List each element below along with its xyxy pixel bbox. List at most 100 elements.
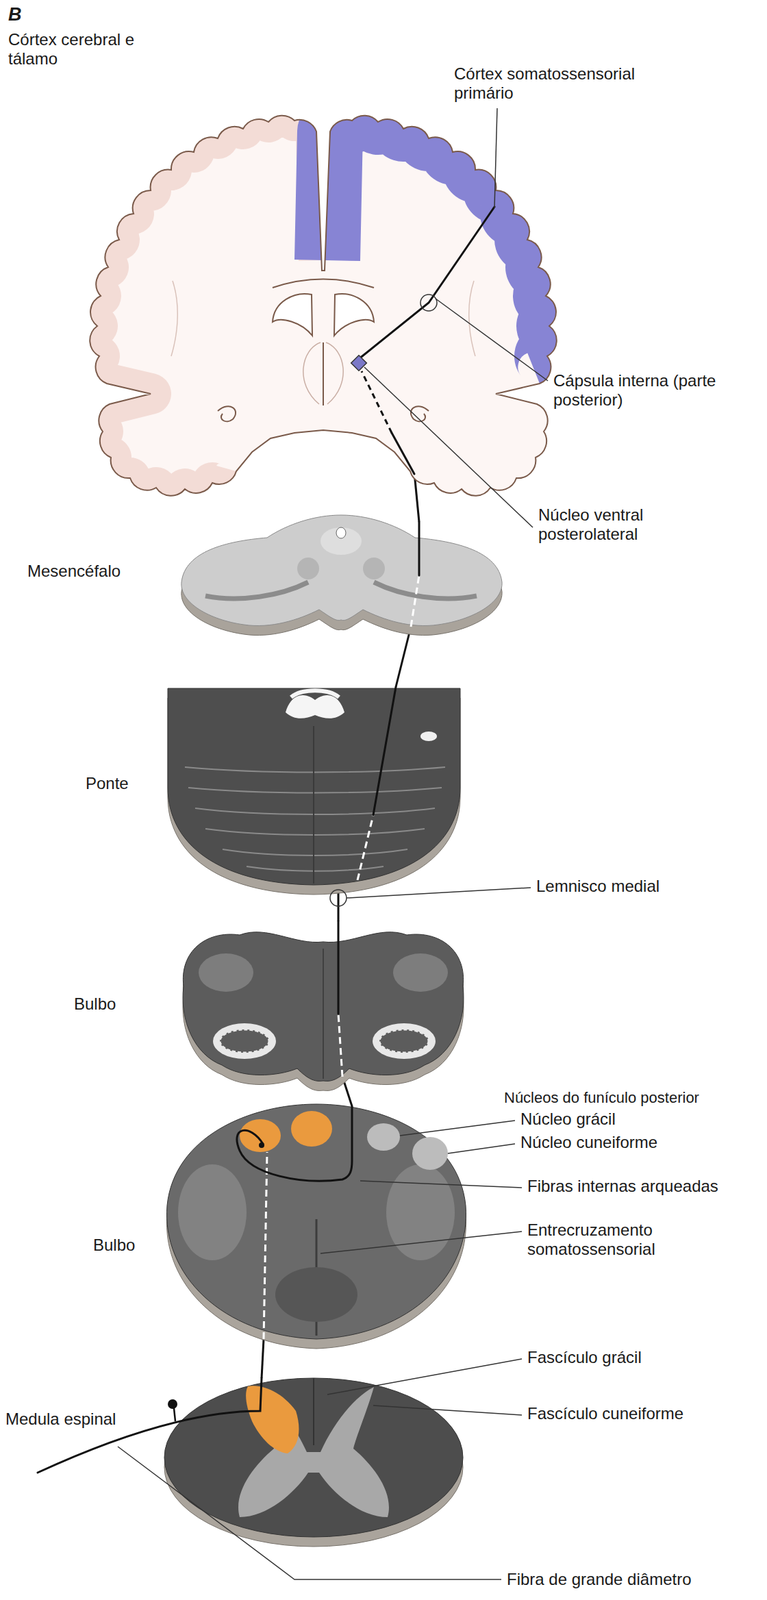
arcuate-fiber: [236, 1105, 352, 1181]
leader-line: [373, 1405, 522, 1415]
rostral-medulla-slice: [182, 932, 464, 1091]
fourth-ventricle: [285, 695, 345, 719]
fourth-ventricle-roof: [291, 690, 339, 698]
structure-label: Lemnisco medial: [536, 876, 660, 896]
structure-label: Fibras internas arqueadas: [527, 1176, 719, 1196]
gracile-nucleus-right: [367, 1123, 400, 1151]
pontine-fiber: [246, 866, 384, 872]
structure-label: Entrecruzamento somatossensorial: [527, 1220, 685, 1259]
structure-label: Núcleo grácil: [520, 1109, 616, 1129]
pontine-fiber: [205, 828, 425, 835]
dorsal-median-septum: [312, 1377, 315, 1445]
gray-matter-band: [89, 115, 320, 496]
structure-label: Núcleos do funículo posterior: [504, 1088, 700, 1106]
corpus-callosum: [272, 279, 374, 289]
lateral-ventricle: [334, 293, 374, 336]
leader-line: [364, 367, 533, 528]
pathway-segment: [395, 626, 411, 687]
leader-line: [399, 1120, 515, 1136]
cell-body-stalk: [173, 1407, 176, 1422]
cuneate-nucleus: [291, 1110, 333, 1147]
structure-label: Núcleo ventral posterolateral: [538, 505, 676, 544]
brain-fill: [89, 115, 557, 496]
medulla-gray-area: [178, 1164, 247, 1261]
substantia-nigra: [205, 582, 309, 599]
leader-line: [494, 108, 498, 209]
cortex-bands: [89, 115, 557, 496]
pathway-hidden: [357, 814, 374, 880]
third-ventricle: [322, 342, 324, 406]
insula-line: [171, 280, 178, 357]
slice-face: [182, 932, 464, 1082]
inferior-olive: [372, 1023, 436, 1059]
brain-section: [89, 115, 557, 496]
medial-lemniscus: [337, 921, 340, 1014]
lemniscus-marker: [330, 889, 347, 907]
pontine-fiber: [184, 767, 446, 773]
leader-line: [320, 1231, 522, 1254]
inferior-olive: [212, 1023, 276, 1059]
structure-label: Fascículo cuneiforme: [527, 1403, 684, 1424]
slice-face: [166, 1103, 466, 1339]
structure-label: Córtex somatossensorial primário: [454, 64, 674, 103]
leader-line: [435, 298, 548, 381]
pathway-hidden: [263, 1151, 268, 1339]
thalamocortical-fiber: [358, 206, 495, 359]
region-label: Córtex cerebral e tálamo: [8, 30, 153, 68]
inferior-olive-core: [379, 1029, 429, 1053]
slice-face: [164, 1377, 463, 1537]
brain-outline: [89, 115, 557, 496]
leader-line: [346, 887, 531, 898]
cell-body: [167, 1399, 178, 1409]
leader-line: [327, 1358, 522, 1395]
midbrain-slice: [181, 514, 502, 635]
structure-label: Fibra de grande diâmetro: [506, 1569, 691, 1589]
lateral-ventricle: [272, 293, 313, 336]
slice-face: [181, 514, 502, 626]
pons-slice: [167, 688, 461, 895]
leader-line: [360, 1180, 522, 1188]
region-label: Ponte: [85, 773, 129, 794]
vpl-nucleus: [351, 355, 368, 372]
leader-line: [447, 1143, 515, 1154]
cerebral-aqueduct: [336, 527, 346, 539]
pathway-dashed: [263, 575, 420, 1339]
medial-lemniscus: [391, 432, 415, 474]
medial-lemniscus-hidden: [361, 371, 392, 433]
pontine-fiber: [188, 787, 442, 794]
gracile-nucleus: [239, 1118, 281, 1152]
structure-label: Fascículo grácil: [527, 1347, 642, 1367]
region-label: Bulbo: [73, 994, 116, 1014]
spinal-cord-slice: [164, 1377, 463, 1547]
pontine-fiber: [195, 808, 435, 815]
region-label: Mesencéfalo: [27, 561, 121, 581]
pathway-over: [37, 206, 495, 1473]
pathway-segment: [261, 1338, 264, 1378]
structure-label: Cápsula interna (parte posterior): [553, 371, 722, 409]
region-label: Medula espinal: [5, 1409, 116, 1429]
pons-white-spot: [420, 731, 437, 741]
synapse-terminal: [258, 1142, 265, 1148]
capsule-marker: [420, 294, 437, 311]
inferior-olive-core: [219, 1029, 270, 1053]
periaqueductal-gray: [320, 527, 362, 555]
medial-lemniscus: [373, 686, 396, 815]
pyramids: [275, 1266, 358, 1322]
medulla-gray-area: [393, 953, 448, 992]
temporal-horn: [217, 406, 236, 422]
pathway-hidden: [338, 1013, 343, 1077]
thalamus-outline: [325, 342, 344, 405]
somatosensory-cortex: [327, 115, 557, 384]
medial-lemniscus: [418, 521, 421, 576]
caudal-medulla-slice: [166, 1103, 466, 1349]
cuneate-nucleus-right: [412, 1136, 448, 1170]
leader-lines: [117, 108, 548, 1580]
medulla-gray-area: [386, 1164, 455, 1261]
red-nucleus: [297, 557, 320, 580]
dorsal-column-highlight: [245, 1385, 299, 1454]
pontine-fibers: [184, 767, 446, 872]
leader-line: [117, 1446, 502, 1580]
